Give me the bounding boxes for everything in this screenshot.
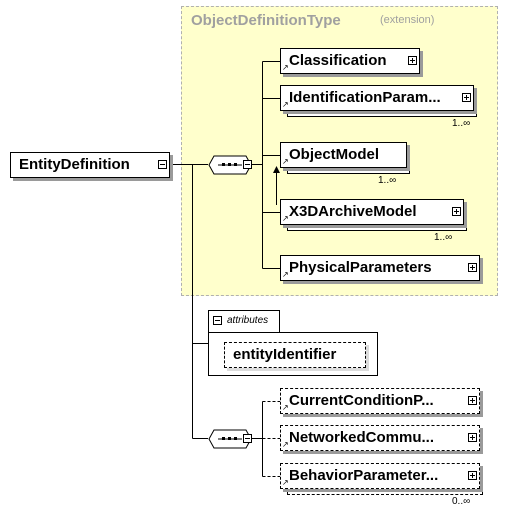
reference-arrow-icon: ↗ bbox=[282, 270, 289, 279]
element-networked-communication[interactable]: NetworkedCommu... ↗ bbox=[280, 425, 480, 451]
reference-arrow-icon: ↗ bbox=[282, 157, 289, 166]
cardinality-label: 0..∞ bbox=[452, 496, 471, 507]
cardinality-label: 1..∞ bbox=[434, 232, 453, 243]
expand-icon[interactable] bbox=[468, 433, 477, 442]
element-identification-parameters[interactable]: IdentificationParam... ↗ bbox=[280, 85, 474, 111]
extension-type-name: ObjectDefinitionType bbox=[191, 12, 341, 29]
extension-note: (extension) bbox=[380, 14, 435, 26]
collapse-icon[interactable] bbox=[158, 160, 167, 169]
root-element-label: EntityDefinition bbox=[19, 156, 130, 173]
element-label: CurrentConditionP... bbox=[289, 392, 434, 409]
attributes-tab-label: attributes bbox=[227, 315, 269, 326]
reference-arrow-icon: ↗ bbox=[282, 63, 289, 72]
element-label: X3DArchiveModel bbox=[289, 203, 417, 220]
element-label: NetworkedCommu... bbox=[289, 429, 435, 446]
element-label: BehaviorParameter... bbox=[289, 467, 439, 484]
element-label: ObjectModel bbox=[289, 146, 380, 163]
expand-icon[interactable] bbox=[452, 207, 461, 216]
element-object-model[interactable]: ObjectModel ↗ bbox=[280, 142, 407, 168]
cardinality-label: 1..∞ bbox=[378, 175, 397, 186]
root-element[interactable]: EntityDefinition bbox=[10, 152, 170, 178]
up-arrow-icon bbox=[273, 166, 280, 173]
sequence-collapse-icon[interactable] bbox=[243, 434, 252, 443]
expand-icon[interactable] bbox=[468, 396, 477, 405]
reference-arrow-icon: ↗ bbox=[282, 478, 289, 487]
expand-icon[interactable] bbox=[468, 263, 477, 272]
cardinality-label: 1..∞ bbox=[452, 118, 471, 129]
reference-arrow-icon: ↗ bbox=[282, 214, 289, 223]
element-x3d-archive-model[interactable]: X3DArchiveModel ↗ bbox=[280, 199, 464, 225]
attribute-entity-identifier[interactable]: entityIdentifier bbox=[224, 342, 366, 368]
expand-icon[interactable] bbox=[468, 471, 477, 480]
collapse-icon[interactable] bbox=[213, 316, 222, 325]
element-behavior-parameters[interactable]: BehaviorParameter... ↗ bbox=[280, 463, 480, 489]
attribute-label: entityIdentifier bbox=[233, 346, 337, 363]
element-label: Classification bbox=[289, 52, 387, 69]
element-label: PhysicalParameters bbox=[289, 259, 432, 276]
expand-icon[interactable] bbox=[408, 56, 417, 65]
element-classification[interactable]: Classification ↗ bbox=[280, 48, 420, 74]
element-current-condition[interactable]: CurrentConditionP... ↗ bbox=[280, 388, 480, 414]
reference-arrow-icon: ↗ bbox=[282, 100, 289, 109]
element-label: IdentificationParam... bbox=[289, 89, 441, 106]
expand-icon[interactable] bbox=[462, 93, 471, 102]
reference-arrow-icon: ↗ bbox=[282, 403, 289, 412]
sequence-compositor-icon bbox=[208, 429, 252, 449]
element-physical-parameters[interactable]: PhysicalParameters ↗ bbox=[280, 255, 480, 281]
attributes-tab[interactable]: attributes bbox=[208, 310, 280, 332]
reference-arrow-icon: ↗ bbox=[282, 440, 289, 449]
sequence-collapse-icon[interactable] bbox=[243, 160, 252, 169]
sequence-compositor-icon bbox=[208, 155, 252, 175]
